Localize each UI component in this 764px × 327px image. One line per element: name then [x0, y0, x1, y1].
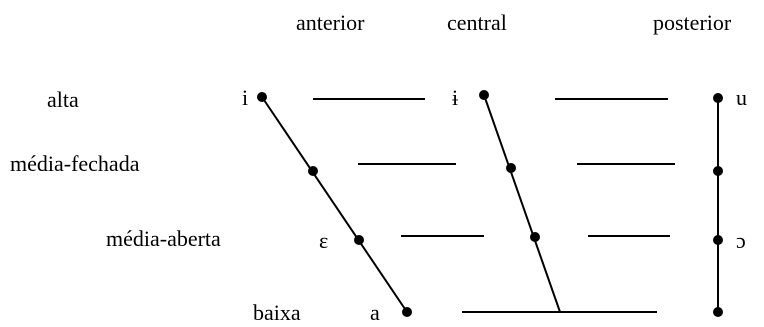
front-edge-line — [261, 96, 408, 313]
point-high-front — [257, 92, 267, 102]
vowel-symbol-high-central: ɨ — [452, 85, 458, 110]
central-edge-line — [483, 94, 561, 313]
height-label-media-fechada: média-fechada — [10, 151, 140, 176]
column-header-central: central — [447, 10, 507, 35]
vowel-symbol-mid-open-back: ɔ — [736, 228, 746, 253]
point-low-front — [402, 307, 412, 317]
point-high-back — [713, 93, 723, 103]
point-low-back — [713, 307, 723, 317]
point-mid-open-central — [530, 232, 540, 242]
height-label-baixa: baixa — [253, 300, 301, 325]
point-mid-close-front — [308, 166, 318, 176]
height-label-media-aberta: média-aberta — [106, 226, 221, 251]
point-mid-open-back — [713, 235, 723, 245]
point-mid-open-front — [354, 235, 364, 245]
height-label-alta: alta — [47, 87, 79, 112]
vowel-symbol-high-back: u — [736, 85, 747, 110]
point-mid-close-central — [506, 163, 516, 173]
vowel-symbol-low: a — [370, 300, 380, 325]
column-header-anterior: anterior — [296, 10, 365, 35]
point-high-central — [479, 90, 489, 100]
vowel-symbol-mid-open-front: ɛ — [319, 228, 328, 253]
point-mid-close-back — [713, 166, 723, 176]
vowel-symbol-high-front: i — [242, 85, 248, 110]
column-header-posterior: posterior — [653, 10, 732, 35]
